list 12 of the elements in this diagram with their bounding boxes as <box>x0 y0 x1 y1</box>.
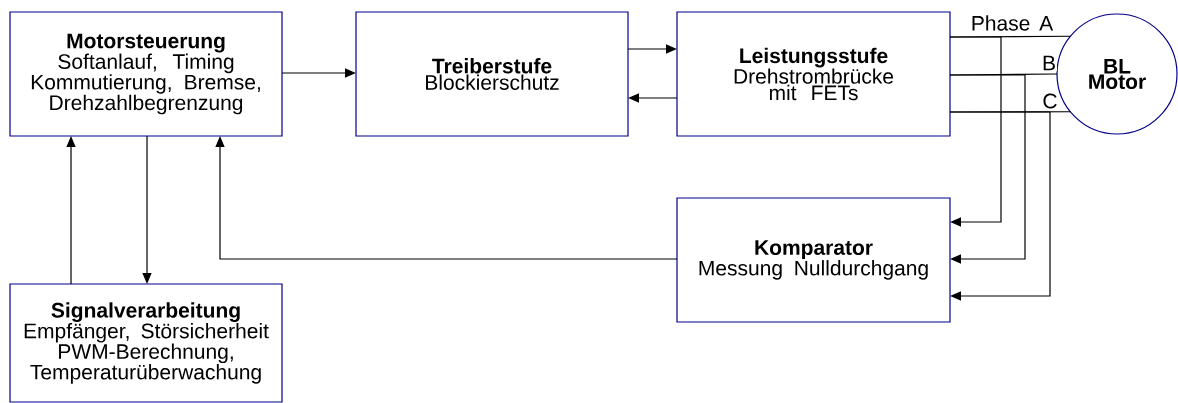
arrow <box>949 36 1002 227</box>
process-box: Leistungsstufe Drehstrombrücke mit FETs <box>676 11 951 137</box>
process-box: Treiberstufe Blockierschutz <box>355 11 629 137</box>
arrow <box>949 111 1051 301</box>
edge-label: Phase A <box>969 14 1055 32</box>
process-box: Signalverarbeitung Empfänger, Störsicherheit PWM-Berechnung, Temperaturüberwachung <box>9 283 283 403</box>
arrow <box>949 74 1026 264</box>
edge-label: C <box>1041 92 1059 110</box>
process-box: Motorsteuerung Softanlauf, Timing Kommutierung, Bremse, Drehzahlbegrenzung <box>9 11 283 137</box>
process-box: Komparator Messung Nulldurchgang <box>676 197 951 323</box>
edge-label: B <box>1041 54 1057 72</box>
arrow <box>281 68 356 78</box>
